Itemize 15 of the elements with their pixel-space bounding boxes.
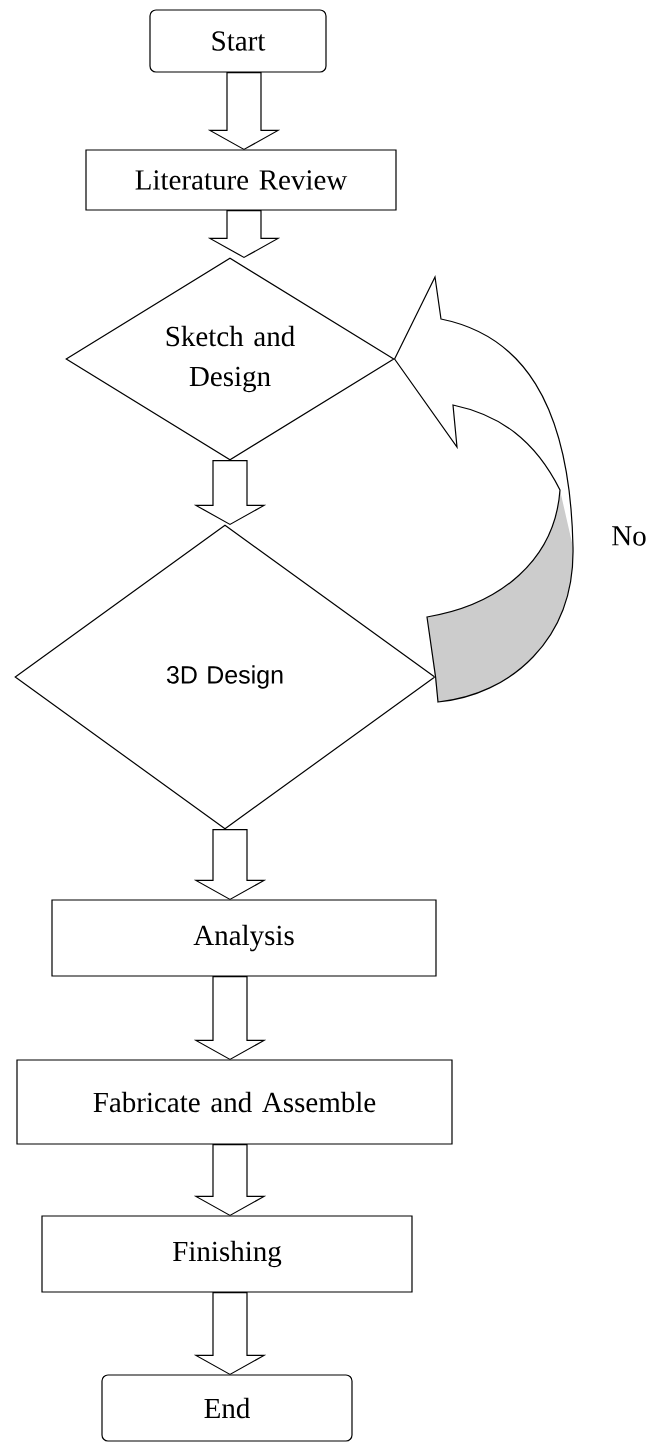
process-box: Literature Review (85, 149, 397, 211)
block-arrow (193, 460, 267, 526)
block-arrow (193, 976, 267, 1061)
terminal-box: End (101, 1374, 353, 1442)
block-arrow (193, 829, 267, 901)
terminal-box: Start (149, 9, 327, 73)
block-arrow (193, 1292, 267, 1376)
block-arrow (193, 1144, 267, 1217)
process-box: Fabricate and Assemble (16, 1059, 453, 1145)
edge-label: No (612, 526, 646, 546)
process-box: Finishing (41, 1215, 413, 1293)
process-box: Analysis (51, 899, 437, 977)
block-arrow (207, 72, 281, 151)
curved-arrow (394, 276, 574, 703)
block-arrow (207, 210, 281, 259)
